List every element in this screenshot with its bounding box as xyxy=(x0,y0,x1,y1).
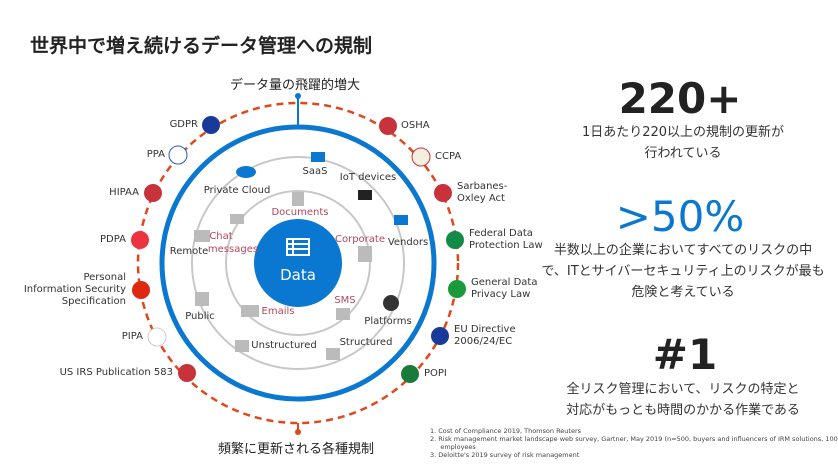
inner-gray-ring xyxy=(225,190,371,336)
stat-line: 全リスク管理において、リスクの特定と xyxy=(566,382,800,397)
table-icon xyxy=(286,238,310,256)
reg-sox-line: Oxley Act xyxy=(457,193,505,204)
node-platforms: Platforms xyxy=(364,316,412,327)
bottom-label: 頻繁に更新される各種規制 xyxy=(218,442,375,457)
reg-pipa: PIPA xyxy=(121,331,143,342)
stat-value-3: #1 xyxy=(652,330,718,379)
mexico-flag-icon xyxy=(446,231,464,249)
footnote: employees xyxy=(430,443,476,451)
stat-desc-1: 1日あたり220以上の規制の更新が行われている xyxy=(582,122,784,164)
node-sms: SMS xyxy=(334,295,356,306)
node-saas: SaaS xyxy=(302,166,328,177)
regulation-ring xyxy=(136,101,460,425)
reg-sox-line: Sarbanes- xyxy=(457,181,508,192)
reg-mexico-line: Protection Law xyxy=(469,240,543,251)
footnote: 1. Cost of Compliance 2019, Thomson Reut… xyxy=(430,427,582,435)
us-flag-icon xyxy=(434,184,452,202)
israel-flag-icon xyxy=(168,145,188,165)
reg-lgpd-line: General Data xyxy=(471,277,538,288)
stat-desc-2: 半数以上の企業においてすべてのリスクの中で、ITとサイバーセキュリティ上のリスク… xyxy=(541,240,824,303)
brazil-flag-icon xyxy=(448,280,466,298)
stat-line: 半数以上の企業においてすべてのリスクの中 xyxy=(553,243,813,258)
us-flag-icon xyxy=(379,117,397,135)
reg-us-irs: US IRS Publication 583 xyxy=(59,367,173,378)
reg-popi: POPI xyxy=(424,368,447,379)
data-core-label: Data xyxy=(280,266,316,284)
top-label: データ量の飛躍的増大 xyxy=(230,78,361,93)
stat-line: 危険と考えている xyxy=(631,285,735,300)
south-africa-flag-icon xyxy=(401,365,419,383)
reg-pdpa: PDPA xyxy=(100,234,126,245)
california-flag-icon xyxy=(411,147,431,167)
page-title: 世界中で増え続けるデータ管理への規制 xyxy=(30,35,373,57)
node-icons xyxy=(194,152,408,360)
node-documents: Documents xyxy=(271,207,329,218)
footnotes: 1. Cost of Compliance 2019, Thomson Reut… xyxy=(430,427,838,459)
reg-eu-line: 2006/24/EC xyxy=(454,336,513,347)
reg-hipaa: HIPAA xyxy=(109,187,139,198)
korea-flag-icon xyxy=(147,327,167,347)
node-structured: Structured xyxy=(339,337,393,348)
stat-line: 行われている xyxy=(644,146,722,161)
eu-flag-icon xyxy=(431,327,449,345)
reg-gdpr: GDPR xyxy=(169,119,198,130)
outer-gray-ring xyxy=(191,156,405,370)
node-remote: Remote xyxy=(169,246,209,257)
reg-mexico-line: Federal Data xyxy=(469,228,533,239)
node-emails: Emails xyxy=(261,306,295,317)
data-core xyxy=(254,219,342,307)
reg-pis-line: Specification xyxy=(61,296,126,307)
reg-lgpd-line: Privacy Law xyxy=(471,289,531,300)
reg-pis-line: Information Security xyxy=(23,284,126,295)
reg-sox: Sarbanes-Oxley Act xyxy=(457,181,507,205)
us-flag-icon xyxy=(144,184,162,202)
node-messages: messages xyxy=(207,244,259,255)
node-corporate: Corporate xyxy=(335,234,385,245)
node-public: Public xyxy=(185,311,215,322)
reg-osha: OSHA xyxy=(401,120,430,131)
stat-value-2: >50% xyxy=(615,192,745,241)
flags xyxy=(131,116,466,383)
node-vendors: Vendors xyxy=(387,237,429,248)
reg-pis-line: Personal xyxy=(83,272,126,283)
footnote: 2. Risk management market landscape web … xyxy=(430,435,838,443)
eu-flag-icon xyxy=(202,116,220,134)
reg-ccpa: CCPA xyxy=(435,151,462,162)
reg-ppa: PPA xyxy=(146,149,165,160)
node-unstructured: Unstructured xyxy=(251,340,317,351)
us-flag-icon xyxy=(178,364,196,382)
stat-desc-3: 全リスク管理において、リスクの特定と対応がもっとも時間のかかる作業である xyxy=(566,379,800,421)
footnote: 3. Deloitte's 2019 survey of risk manage… xyxy=(430,451,580,459)
node-iot: IoT devices xyxy=(339,172,397,183)
node-private-cloud: Private Cloud xyxy=(203,185,271,196)
stat-line: 1日あたり220以上の規制の更新が xyxy=(581,125,785,140)
stat-line: 対応がもっとも時間のかかる作業である xyxy=(566,403,800,418)
stat-line: で、ITとサイバーセキュリティ上のリスクが最も xyxy=(541,264,825,279)
node-chat: Chat xyxy=(209,231,233,242)
china-flag-icon xyxy=(132,281,150,299)
singapore-flag-icon xyxy=(131,231,149,249)
reg-eu-line: EU Directive xyxy=(454,324,516,335)
stat-value-1: 220+ xyxy=(618,74,742,123)
